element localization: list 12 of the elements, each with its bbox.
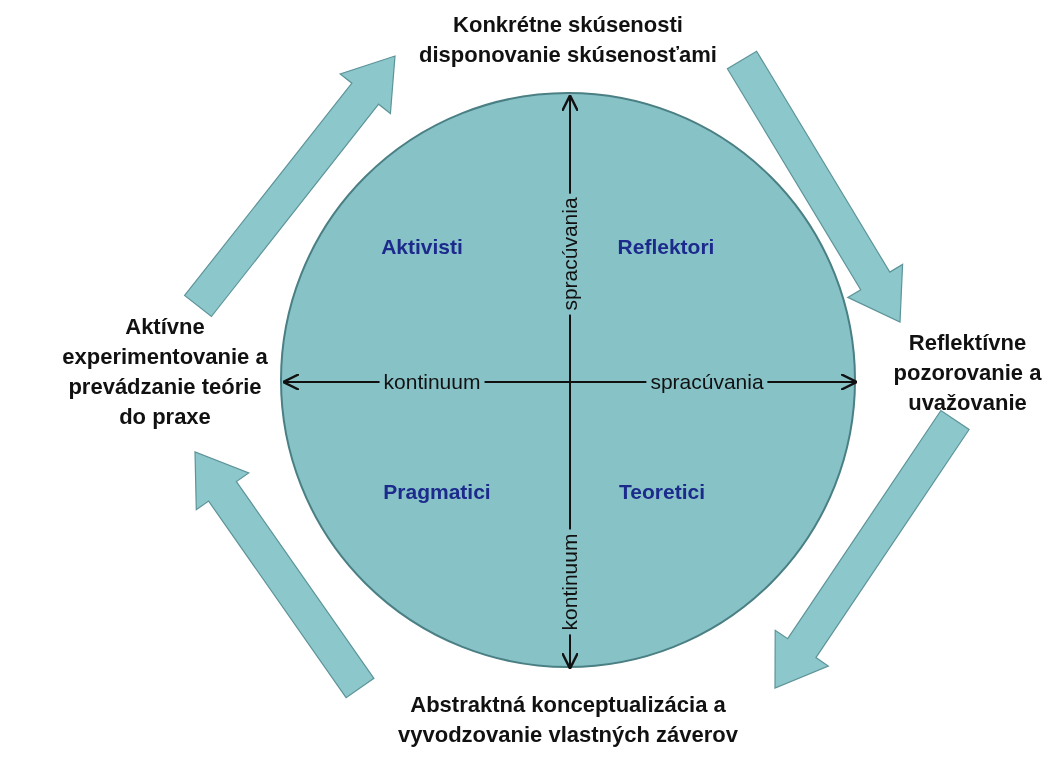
block-arrow (194, 451, 375, 699)
stage-label: Reflektívne pozorovanie a uvažovanie (880, 328, 1055, 418)
quadrant-label: Teoretici (618, 480, 706, 504)
stage-label: Abstraktná konceptualizácia a vyvodzovanie vlastných záverov (343, 690, 793, 750)
stage-label: Konkrétne skúsenosti disponovanie skúsenosťami (398, 10, 738, 70)
quadrant-label: Aktivisti (380, 235, 464, 259)
quadrant-label: Reflektori (616, 235, 716, 259)
block-arrow (183, 55, 396, 318)
stage-label: Aktívne experimentovanie a prevádzanie teórie do praxe (62, 312, 268, 432)
block-arrow (726, 50, 904, 323)
quadrant-label: Pragmatici (382, 480, 492, 504)
block-arrow (774, 409, 970, 689)
